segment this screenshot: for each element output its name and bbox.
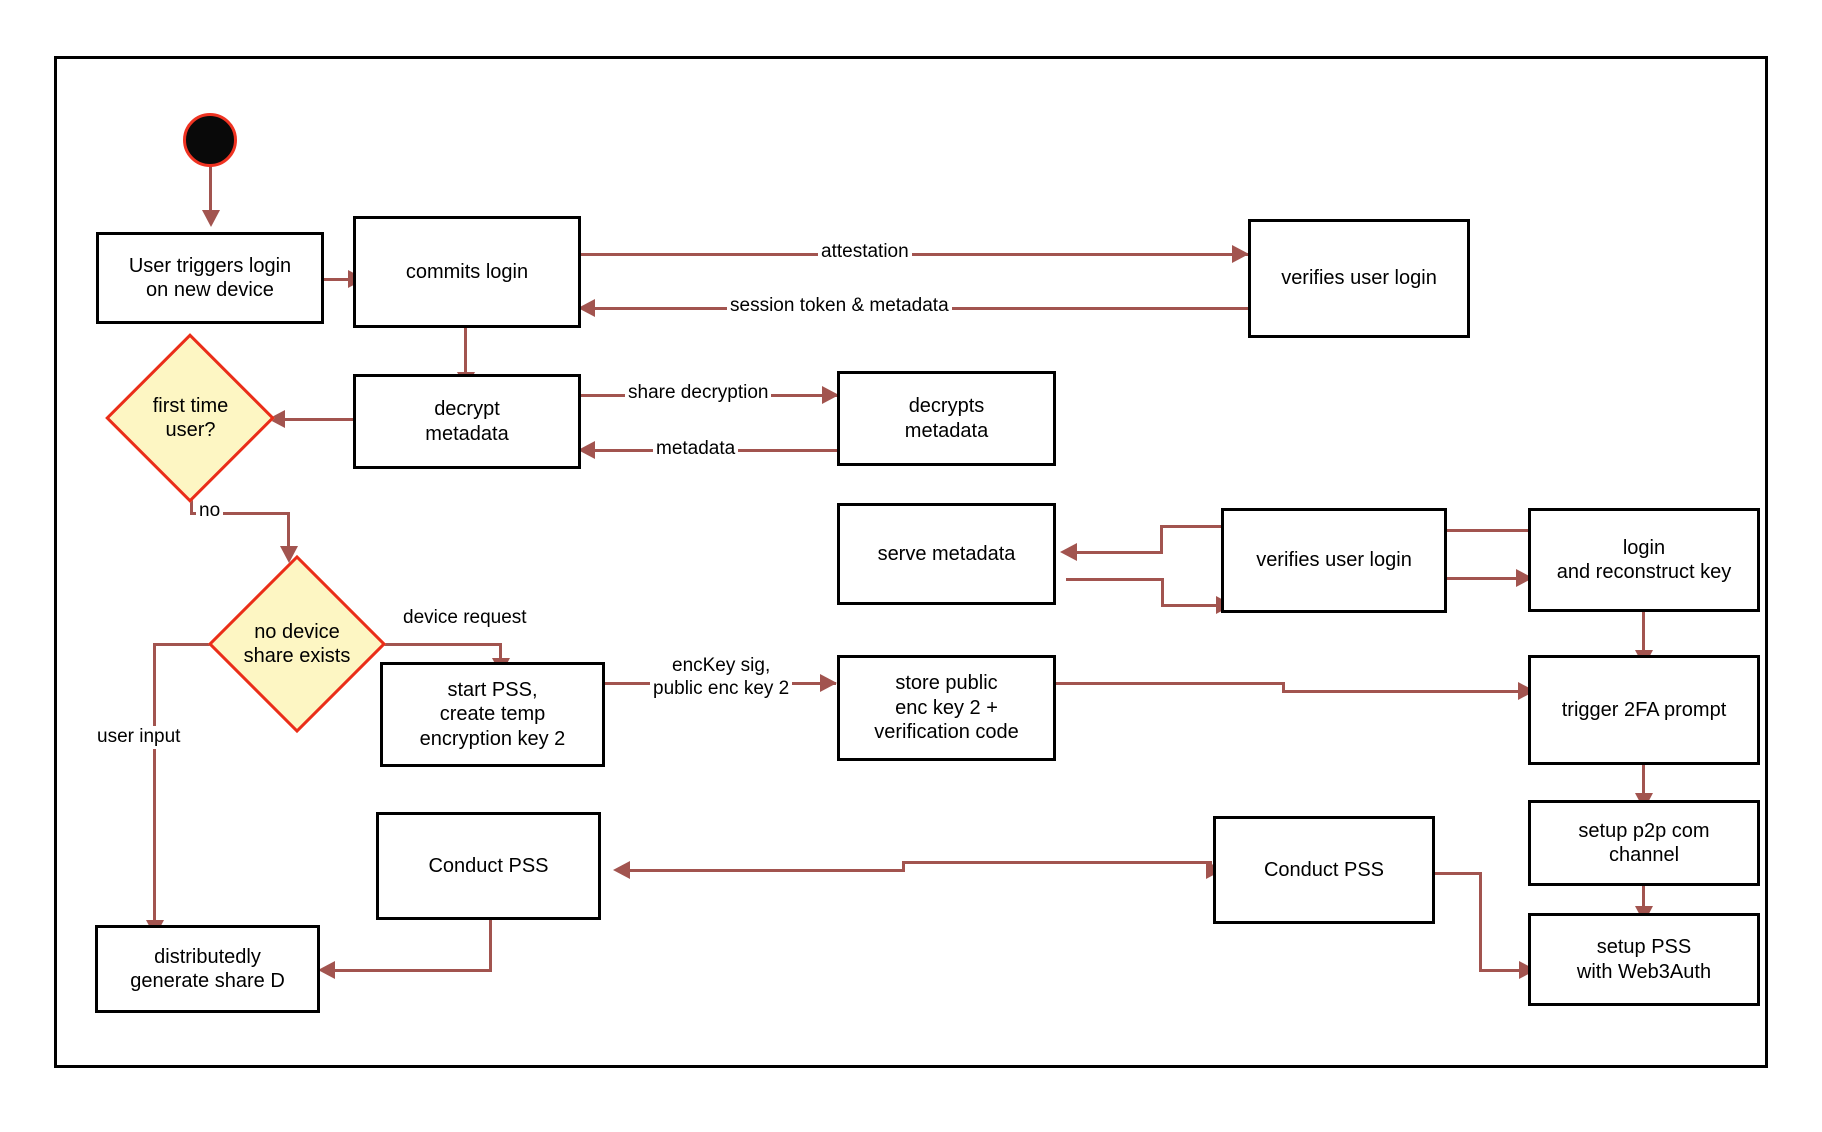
node-decrypt-metadata[interactable]: decrypt metadata [353, 374, 581, 469]
arrowhead-right [1232, 245, 1249, 263]
connector-no-down [287, 512, 290, 552]
connector-conductpss-link-right [902, 861, 1212, 864]
node-label: User triggers login on new device [128, 254, 292, 301]
connector-start-to-user-triggers [209, 166, 212, 214]
arrowhead-left [318, 961, 335, 979]
node-user-triggers-login[interactable]: User triggers login on new device [96, 232, 324, 324]
connector-2fa-to-p2p [1642, 765, 1645, 800]
arrowhead-left [578, 441, 595, 459]
node-no-device-share-exists[interactable]: no device share exists [207, 554, 387, 734]
edge-label-enckey-sig: encKey sig, public enc key 2 [650, 655, 793, 701]
connector-conductpss-link-left [620, 869, 905, 872]
node-label: login and reconstruct key [1556, 536, 1732, 583]
node-label: store public enc key 2 + verification co… [874, 672, 1019, 744]
connector-store-to-2fa-join [1282, 682, 1285, 693]
node-commits-login[interactable]: commits login [353, 216, 581, 328]
node-label: commits login [405, 260, 529, 283]
node-verifies-user-login-2[interactable]: verifies user login [1221, 508, 1447, 613]
connector-login-to-2fa [1642, 611, 1645, 656]
arrowhead-down [202, 210, 220, 227]
edge-label-no: no [196, 500, 224, 523]
connector-user-triggers-to-commits [322, 278, 352, 281]
node-first-time-user[interactable]: first time user? [105, 333, 275, 503]
arrowhead-right [822, 386, 839, 404]
connector-conductpss-link-step [902, 861, 905, 872]
node-label: verifies user login [1256, 549, 1412, 572]
connector-no-across [190, 512, 290, 515]
edge-label-device-request: device request [400, 607, 530, 630]
connector-device-request-down [499, 643, 502, 665]
connector-verifies-to-serve-h2 [1070, 551, 1163, 554]
node-label: decrypts metadata [904, 395, 989, 442]
connector-user-input-down [153, 643, 156, 926]
connector-device-request [368, 643, 502, 646]
connector-setuppss-to-conductpss-h-bottom [1479, 969, 1525, 972]
edge-label-user-input: user input [94, 726, 184, 749]
connector-serve-to-verifies-h1 [1066, 578, 1164, 581]
connector-verifies-to-serve-h1 [1160, 525, 1224, 528]
node-label: start PSS, create temp encryption key 2 [419, 678, 566, 750]
connector-serve-to-verifies-v [1161, 578, 1164, 607]
node-verifies-user-login-1[interactable]: verifies user login [1248, 219, 1470, 338]
edge-label-share-decryption: share decryption [625, 382, 772, 405]
node-label: Conduct PSS [1263, 858, 1385, 881]
node-label: no device share exists [243, 620, 351, 667]
arrowhead-right [820, 674, 837, 692]
node-label: setup p2p com channel [1578, 819, 1710, 866]
node-label: setup PSS with Web3Auth [1576, 936, 1712, 983]
node-setup-p2p-com-channel[interactable]: setup p2p com channel [1528, 800, 1760, 886]
node-start-pss-create-temp-key[interactable]: start PSS, create temp encryption key 2 [380, 662, 605, 767]
node-trigger-2fa-prompt[interactable]: trigger 2FA prompt [1528, 655, 1760, 765]
connector-commits-to-decrypt [464, 327, 467, 379]
connector-serve-to-verifies-h2 [1161, 604, 1221, 607]
node-distributedly-generate-share-d[interactable]: distributedly generate share D [95, 925, 320, 1013]
node-setup-pss-with-web3auth[interactable]: setup PSS with Web3Auth [1528, 913, 1760, 1006]
edge-label-session-token: session token & metadata [727, 295, 952, 318]
arrowhead-left [613, 861, 630, 879]
connector-p2p-to-setuppss [1642, 885, 1645, 913]
connector-conductpss-to-share-v [489, 919, 492, 972]
node-store-public-enc-key[interactable]: store public enc key 2 + verification co… [837, 655, 1056, 761]
connector-store-to-2fa-a [1056, 682, 1284, 685]
node-label: decrypt metadata [425, 398, 509, 445]
node-login-and-reconstruct-key[interactable]: login and reconstruct key [1528, 508, 1760, 612]
node-label: distributedly generate share D [130, 945, 285, 992]
start-node [183, 113, 237, 167]
node-label: verifies user login [1281, 267, 1437, 290]
connector-store-to-2fa-b [1282, 690, 1530, 693]
node-label: trigger 2FA prompt [1561, 698, 1727, 721]
node-conduct-pss-user[interactable]: Conduct PSS [376, 812, 601, 920]
edge-label-attestation: attestation [818, 241, 912, 264]
connector-verifies-to-serve-v [1160, 525, 1163, 554]
connector-decrypt-to-firsttime [284, 418, 356, 421]
arrowhead-left [578, 299, 595, 317]
node-label: first time user? [152, 394, 229, 441]
connector-attestation [580, 253, 1248, 256]
arrowhead-left [1060, 543, 1077, 561]
node-label: serve metadata [877, 542, 1016, 565]
edge-label-metadata: metadata [653, 438, 739, 461]
connector-user-input-left [153, 643, 213, 646]
connector-conductpss-to-share-h [327, 969, 491, 972]
connector-setuppss-to-conductpss-v [1479, 872, 1482, 972]
node-label: Conduct PSS [428, 854, 549, 877]
node-decrypts-metadata[interactable]: decrypts metadata [837, 371, 1056, 466]
node-serve-metadata[interactable]: serve metadata [837, 503, 1056, 605]
node-conduct-pss-web3auth[interactable]: Conduct PSS [1213, 816, 1435, 924]
